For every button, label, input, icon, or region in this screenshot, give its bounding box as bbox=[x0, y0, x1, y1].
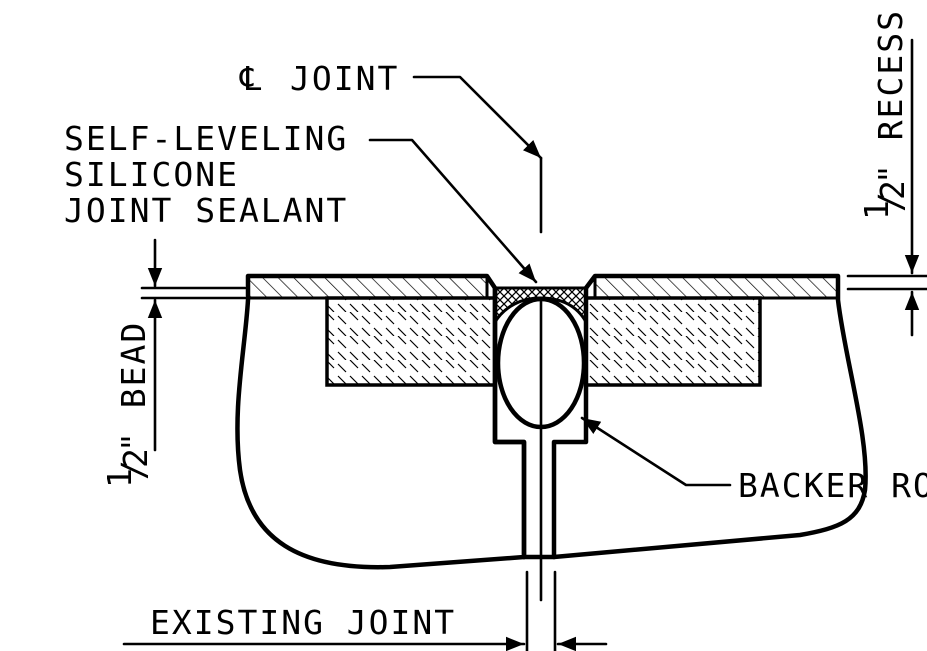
cl-joint-leader bbox=[412, 75, 543, 160]
recess-pad-right bbox=[584, 296, 762, 387]
recess-pad-left bbox=[325, 296, 497, 387]
sealant-bead-right bbox=[593, 274, 840, 300]
sealant-label-line3: JOINT SEALANT bbox=[64, 191, 348, 230]
recess-label: 1 / 2 " RECESS bbox=[857, 9, 912, 220]
cl-joint-label: JOINT bbox=[290, 59, 399, 98]
sealant-leader bbox=[368, 138, 538, 284]
recess-fraction-num: 1 bbox=[857, 198, 896, 220]
recess-label-text: " RECESS bbox=[871, 9, 910, 184]
recess-fraction-slash: / bbox=[871, 190, 910, 212]
recess-fraction-den: 2 bbox=[873, 178, 912, 200]
sealant-label-line1: SELF-LEVELING bbox=[64, 119, 348, 158]
backer-rod-label: BACKER ROD bbox=[738, 466, 927, 505]
sealant-label-line2: SILICONE bbox=[64, 155, 239, 194]
backer-rod-leader bbox=[580, 416, 732, 487]
sealant-bead-left bbox=[246, 274, 489, 300]
bead-label-text: " BEAD bbox=[114, 321, 153, 452]
bead-fraction-num: 1 bbox=[100, 466, 139, 488]
bead-label: 1 / 2 " BEAD bbox=[100, 321, 155, 488]
cl-symbol: ℄ bbox=[239, 59, 263, 98]
pavement-outline-right bbox=[521, 273, 868, 560]
bead-fraction-slash: / bbox=[114, 458, 153, 480]
bead-fraction-den: 2 bbox=[116, 446, 155, 468]
existing-joint-label: EXISTING JOINT bbox=[150, 603, 456, 642]
